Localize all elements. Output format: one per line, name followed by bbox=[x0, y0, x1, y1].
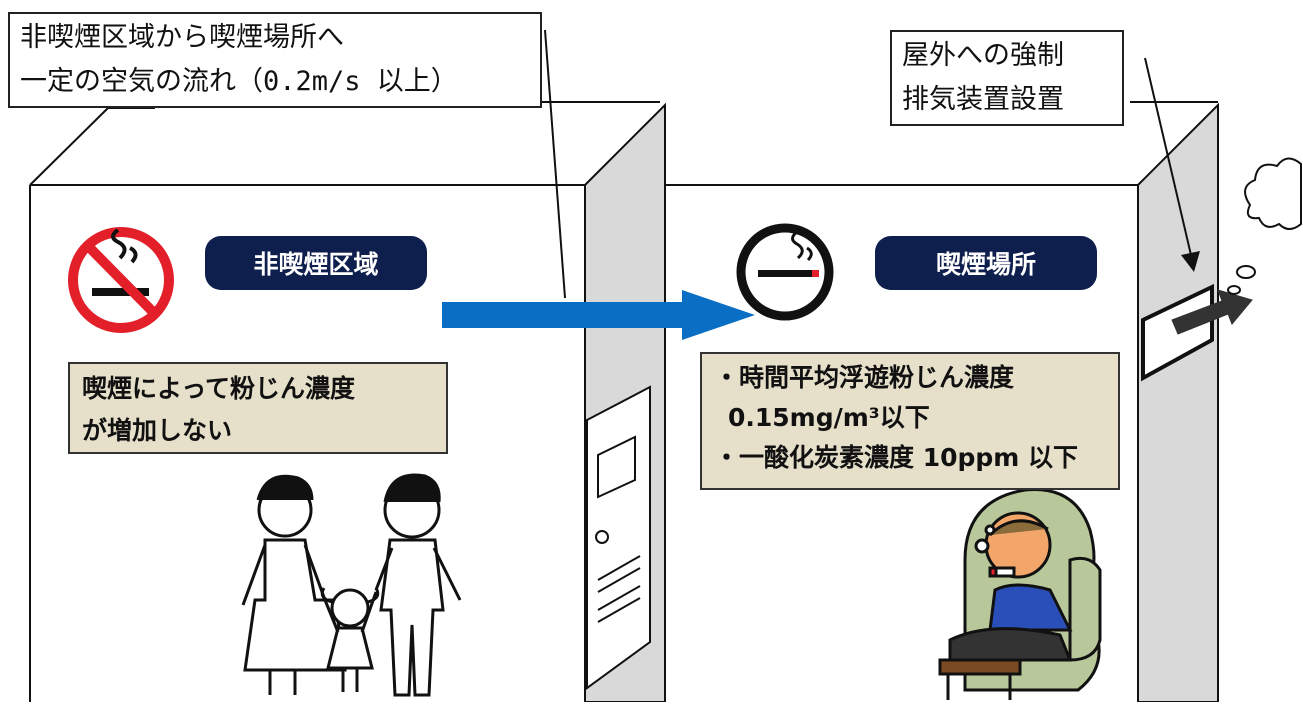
airflow-callout-line2: 一定の空気の流れ（0.2m/s 以上） bbox=[20, 66, 458, 97]
exhaust-callout-arrowhead bbox=[1181, 251, 1200, 272]
door-knob bbox=[595, 530, 609, 544]
non-smoking-area-label: 非喫煙区域 bbox=[205, 236, 427, 290]
airflow-callout-line1: 非喫煙区域から喫煙場所へ bbox=[20, 22, 344, 53]
family-illustration bbox=[241, 473, 462, 697]
exhaust-callout-line1: 屋外への強制 bbox=[902, 40, 1064, 71]
exhaust-callout-pointer bbox=[1144, 57, 1195, 269]
door-vent bbox=[597, 555, 641, 623]
door-window bbox=[597, 435, 636, 499]
smoke-cloud-icon bbox=[1227, 157, 1302, 295]
smoker-in-armchair-illustration bbox=[938, 488, 1102, 700]
non-smoking-note-line1: 喫煙によって粉じん濃度 bbox=[82, 374, 356, 403]
airflow-arrow bbox=[442, 290, 755, 340]
exhaust-callout: 屋外への強制 排気装置設置 bbox=[890, 30, 1124, 126]
no-smoking-icon bbox=[68, 227, 174, 333]
outer-wall bbox=[1137, 102, 1219, 703]
smoking-area-label: 喫煙場所 bbox=[875, 236, 1097, 290]
smoking-allowed-icon bbox=[736, 223, 834, 321]
smoking-note-line3: ・一酸化炭素濃度 10ppm 以下 bbox=[714, 443, 1079, 472]
exhaust-arrow bbox=[1171, 289, 1253, 335]
exhaust-callout-line2: 排気装置設置 bbox=[902, 84, 1064, 115]
smoking-note-line1: ・時間平均浮遊粉じん濃度 bbox=[714, 363, 1015, 392]
non-smoking-note: 喫煙によって粉じん濃度 が増加しない bbox=[68, 362, 448, 454]
non-smoking-note-line2: が増加しない bbox=[82, 416, 233, 445]
airflow-callout: 非喫煙区域から喫煙場所へ 一定の空気の流れ（0.2m/s 以上） bbox=[8, 12, 542, 108]
smoking-note: ・時間平均浮遊粉じん濃度 0.15mg/m³以下 ・一酸化炭素濃度 10ppm … bbox=[700, 352, 1120, 490]
airflow-callout-pointer bbox=[544, 29, 566, 299]
smoking-note-line2: 0.15mg/m³以下 bbox=[728, 403, 930, 432]
